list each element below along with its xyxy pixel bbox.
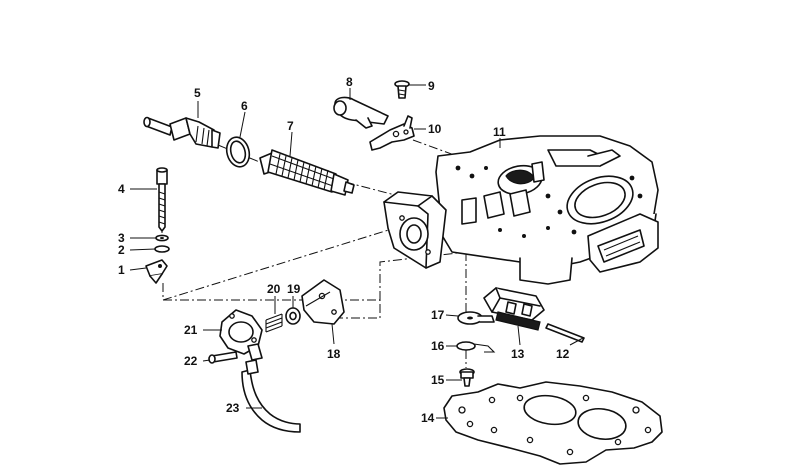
callout-3: 3 bbox=[118, 231, 125, 245]
part-solenoid bbox=[483, 287, 545, 331]
callout-20: 20 bbox=[267, 282, 281, 296]
callout-4: 4 bbox=[118, 182, 125, 196]
callout-8: 8 bbox=[346, 75, 353, 89]
callout-19: 19 bbox=[287, 282, 301, 296]
callout-2: 2 bbox=[118, 243, 125, 257]
callout-1: 1 bbox=[118, 263, 125, 277]
callout-5: 5 bbox=[194, 86, 201, 100]
callout-22: 22 bbox=[184, 354, 198, 368]
callout-23: 23 bbox=[226, 401, 240, 415]
part-washers bbox=[154, 234, 170, 253]
callout-21: 21 bbox=[184, 323, 198, 337]
part-gasket-screw bbox=[459, 368, 475, 387]
callout-18: 18 bbox=[327, 347, 341, 361]
callout-13: 13 bbox=[511, 347, 525, 361]
callout-16: 16 bbox=[431, 339, 445, 353]
part-long-screw bbox=[156, 167, 168, 232]
callout-7: 7 bbox=[287, 119, 294, 133]
callout-10: 10 bbox=[428, 122, 442, 136]
part-fuel-filter bbox=[259, 149, 355, 196]
callout-11: 11 bbox=[493, 125, 506, 139]
part-o-ring bbox=[225, 136, 251, 168]
callout-14: 14 bbox=[421, 411, 435, 425]
part-spring bbox=[265, 313, 283, 333]
part-diaphragm-plate bbox=[301, 279, 345, 325]
leader-lines bbox=[129, 84, 584, 419]
part-lever-arm bbox=[333, 96, 389, 129]
part-clip bbox=[145, 259, 168, 284]
part-small-washer bbox=[285, 307, 301, 325]
part-carburetor-body bbox=[383, 135, 659, 285]
callout-15: 15 bbox=[431, 373, 445, 387]
part-pin bbox=[545, 323, 585, 343]
part-small-screw bbox=[394, 80, 410, 99]
part-banjo-screw bbox=[208, 351, 238, 364]
part-hose bbox=[241, 359, 301, 433]
part-bracket bbox=[369, 115, 415, 151]
part-lever-washer bbox=[457, 311, 495, 325]
part-pump-cover bbox=[219, 309, 263, 361]
callout-9: 9 bbox=[428, 79, 435, 93]
part-inlet-fitting bbox=[143, 116, 221, 149]
callout-17: 17 bbox=[431, 308, 445, 322]
callout-labels: 1 2 3 4 5 6 7 8 9 10 11 12 13 14 15 16 1… bbox=[118, 75, 570, 425]
callout-6: 6 bbox=[241, 99, 248, 113]
callout-12: 12 bbox=[556, 347, 570, 361]
part-spring-clip bbox=[456, 341, 496, 353]
part-gasket bbox=[443, 381, 663, 465]
